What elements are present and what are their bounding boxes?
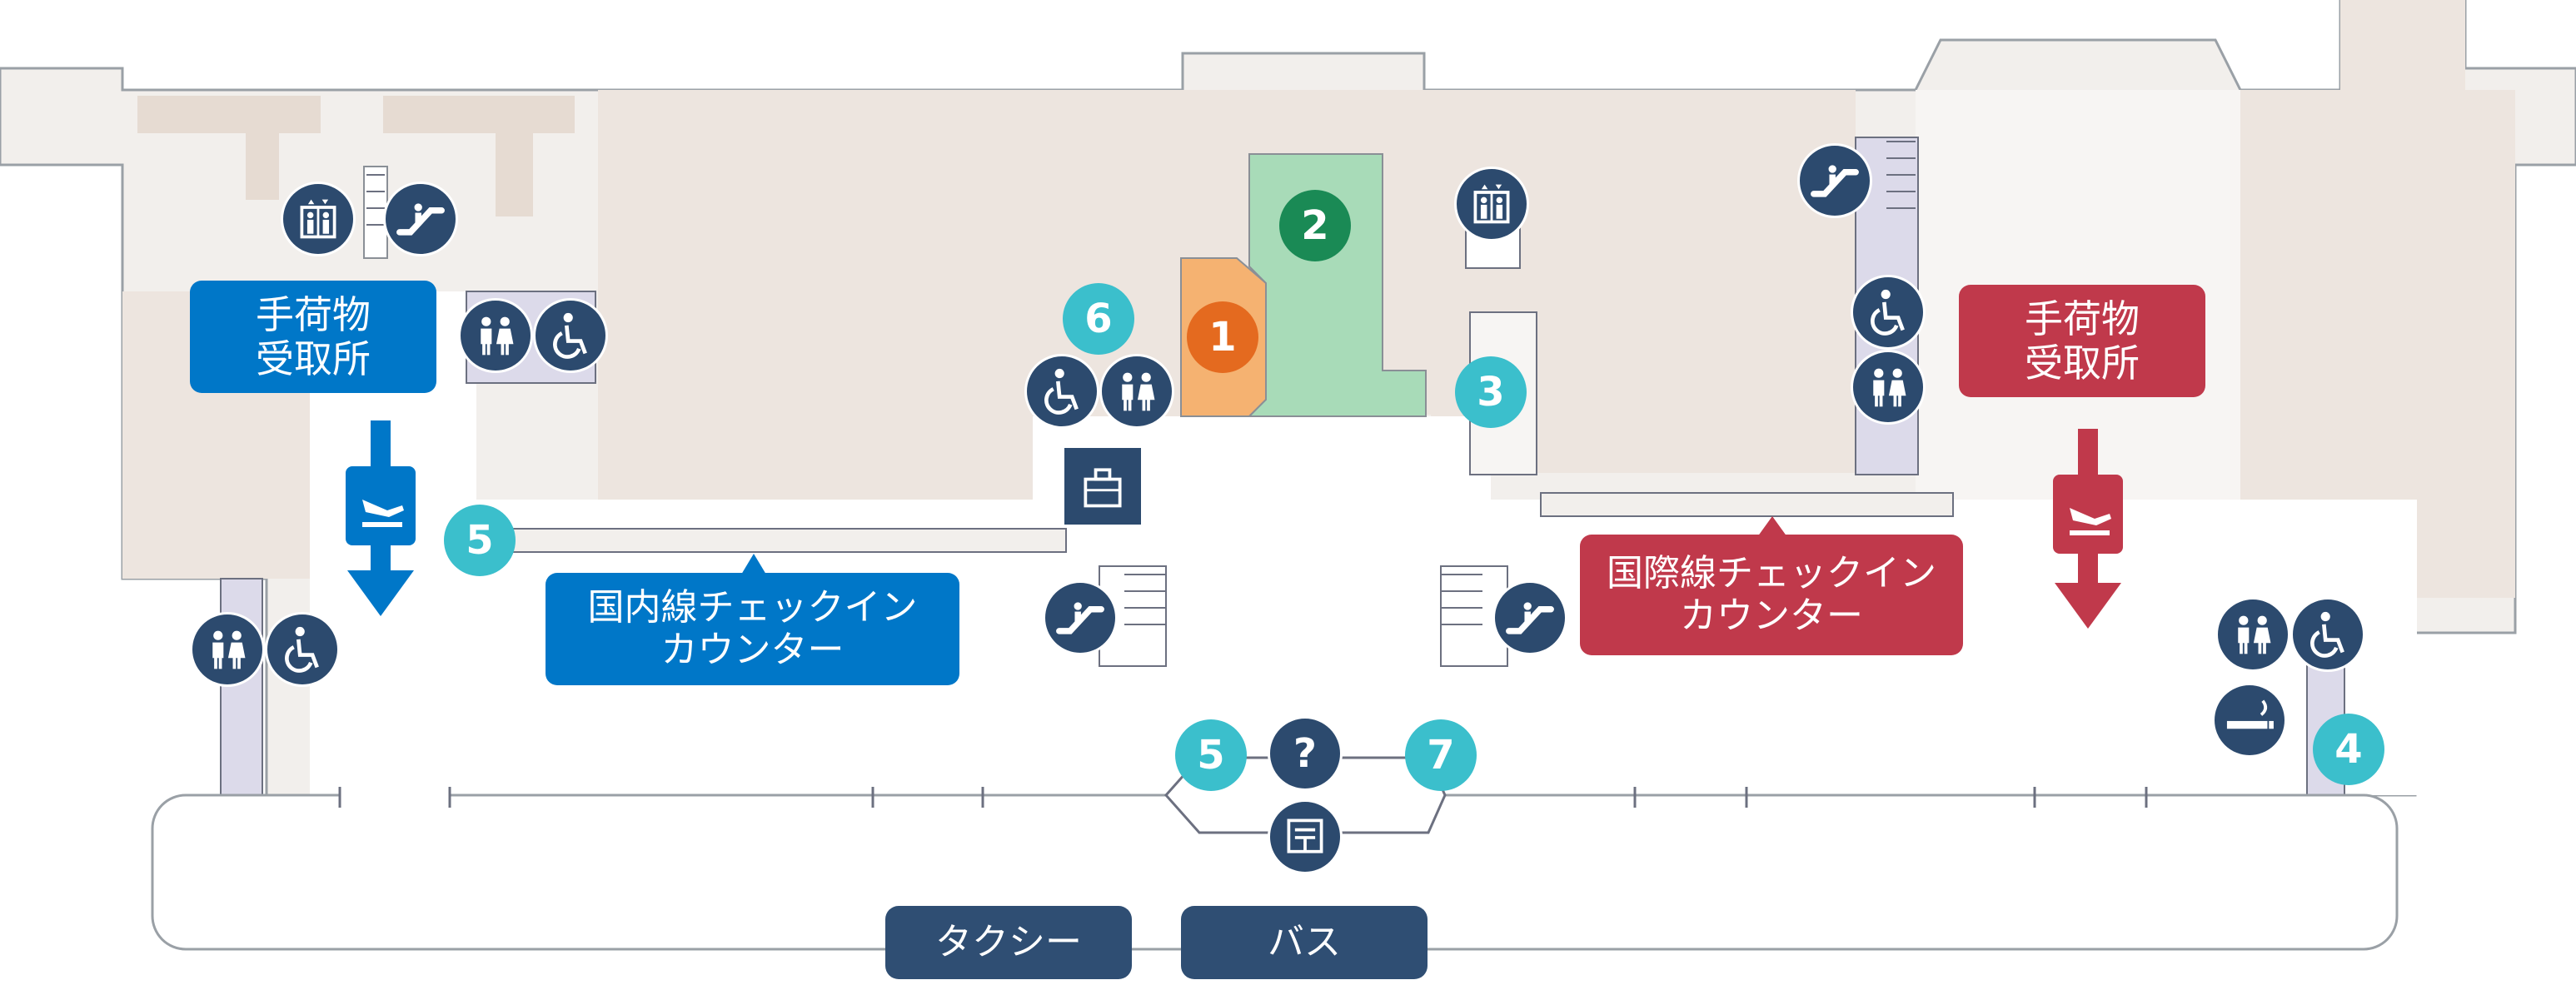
post-icon [1268,799,1343,874]
intl-checkin-counter [1540,492,1954,517]
wheelchair-icon [1851,275,1926,350]
restroom-icon [458,298,533,373]
marker-7[interactable]: 7 [1405,719,1477,791]
bus-stop-label: バス [1181,906,1428,979]
roof-shape-left [137,96,321,200]
entrance-doors [338,787,2148,808]
wheelchair-icon [1024,354,1099,429]
restroom-icon [1851,350,1926,425]
intl-checkin-label: 国際線チェックイン カウンター [1580,535,1963,655]
arrivals-icon [2070,508,2111,535]
restroom-icon [2215,597,2290,672]
marker-5-left[interactable]: 5 [444,505,516,576]
marker-6[interactable]: 6 [1063,283,1134,355]
escalator-icon [383,182,458,256]
intl-label-pointer [1757,516,1787,537]
domestic-baggage-claim-label: 手荷物 受取所 [190,281,436,393]
marker-5-center[interactable]: 5 [1175,719,1247,791]
domestic-arrivals-arrow [346,420,416,616]
domestic-label-pointer [741,554,766,575]
baggage-storage-icon [1062,445,1144,527]
taxi-stand-label: タクシー [885,906,1132,979]
domestic-checkin-label: 国内線チェックイン カウンター [546,573,959,685]
wheelchair-icon [265,612,340,687]
left-column [220,578,263,796]
restroom-icon [1099,354,1174,429]
domestic-checkin-counter [491,528,1067,553]
escalator-icon [1043,580,1118,655]
intl-baggage-claim-label: 手荷物 受取所 [1959,285,2205,397]
intl-arrivals-arrow [2053,429,2123,629]
wheelchair-icon [2290,597,2365,672]
wheelchair-icon [533,298,608,373]
marker-3[interactable]: 3 [1455,356,1527,428]
marker-2[interactable]: 2 [1279,190,1351,261]
roof-shape-left2 [383,96,575,216]
svg-text:?: ? [1293,730,1317,777]
restroom-icon [190,612,265,687]
elevator-icon [281,182,356,256]
escalator-icon [1492,580,1567,655]
elevator-icon [1454,167,1529,241]
marker-4[interactable]: 4 [2313,714,2384,785]
smoking-icon [2212,683,2287,758]
information-icon[interactable]: ? [1268,716,1343,791]
stair-hatch [366,141,1916,625]
escalator-icon [1797,143,1872,218]
marker-1[interactable]: 1 [1187,301,1258,373]
right-top-floor [2340,0,2465,90]
arrivals-icon [362,500,404,527]
